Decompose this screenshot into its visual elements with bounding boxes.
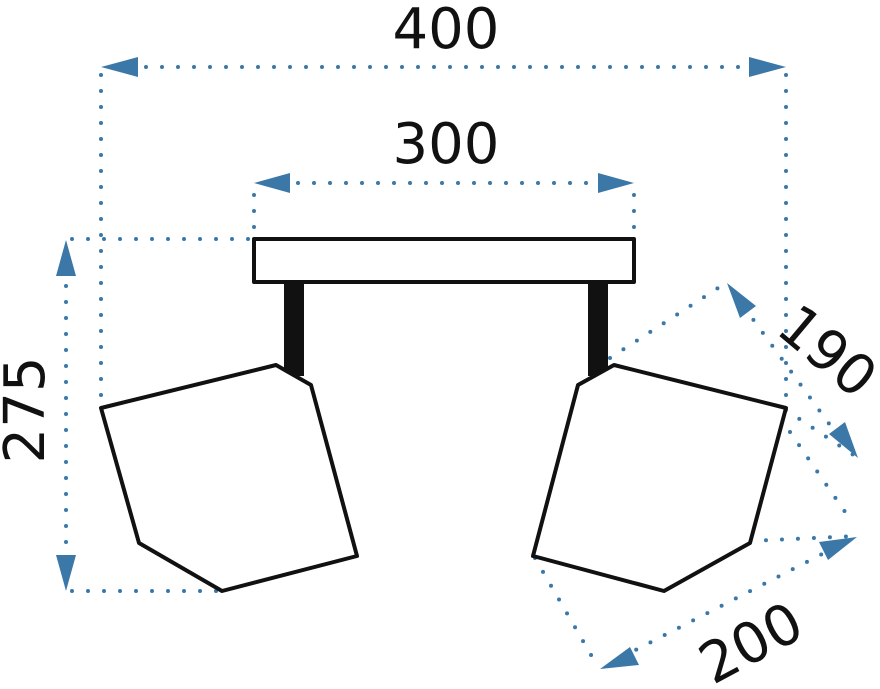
length-200-left-arrow — [600, 647, 639, 669]
width-300-label: 300 — [393, 112, 500, 177]
left-shade — [99, 363, 359, 593]
width-400-right-arrow — [749, 57, 786, 77]
depth-190-top-extension — [608, 286, 720, 360]
left-arm — [284, 284, 304, 376]
length-200-label: 200 — [689, 590, 814, 689]
depth-190-bottom-extension — [784, 408, 860, 460]
height-275-top-arrow — [56, 240, 76, 276]
dimension-arrows — [56, 57, 858, 669]
height-275-label: 275 — [0, 357, 58, 464]
depth-190-bottom-arrow — [829, 422, 858, 458]
width-400-left-arrow — [101, 57, 138, 77]
depth-190-line — [742, 305, 840, 438]
height-275-bottom-arrow — [56, 555, 76, 591]
length-200-left-extension — [533, 556, 600, 669]
length-200-right-arrow — [819, 537, 857, 560]
width-400-label: 400 — [393, 0, 500, 62]
depth-190-top-arrow — [727, 283, 756, 318]
width-300-right-arrow — [598, 173, 634, 193]
length-200-shade-extension — [788, 430, 854, 524]
right-shade — [531, 363, 788, 593]
length-200-line — [620, 549, 830, 659]
depth-190-label: 190 — [765, 293, 880, 412]
dimension-lines — [64, 65, 860, 669]
lamp-drawing — [99, 237, 788, 593]
right-arm — [588, 284, 608, 376]
ceiling-bar — [252, 237, 636, 284]
width-300-left-arrow — [254, 173, 290, 193]
